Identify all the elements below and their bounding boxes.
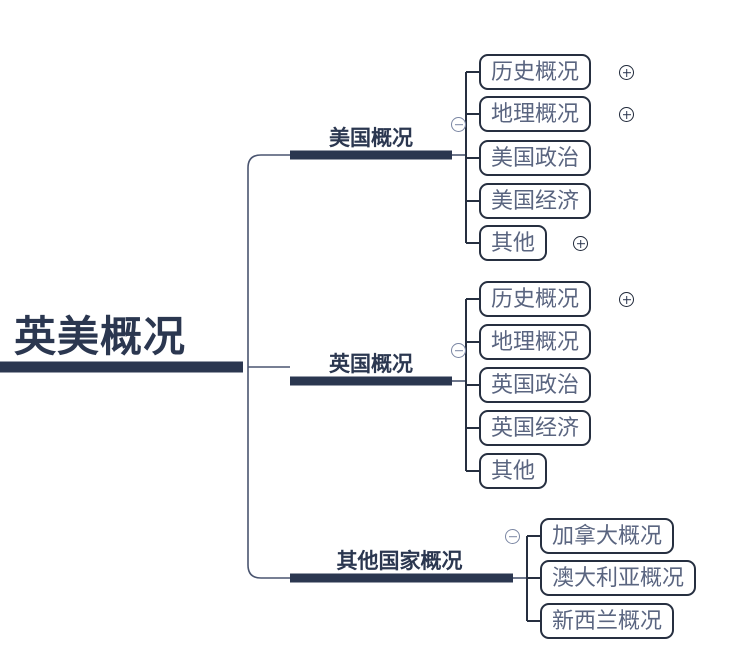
leaf-node-uk-geography[interactable]: 地理概况 (479, 324, 592, 360)
leaf-label-usa-other: 其他 (491, 230, 536, 255)
minus-icon (508, 535, 517, 538)
branch-label-uk: 英国概况 (329, 352, 413, 376)
expand-toggle-uk-history[interactable] (619, 292, 634, 307)
expand-toggle-usa-other[interactable] (573, 236, 588, 251)
branch-label-other: 其他国家概况 (336, 549, 463, 573)
leaf-node-usa-politics[interactable]: 美国政治 (479, 140, 592, 176)
connector-root-to-usa (247, 154, 290, 367)
expand-toggle-usa-geography[interactable] (619, 107, 634, 122)
connector-root-to-other (247, 367, 290, 579)
leaf-node-australia[interactable]: 澳大利亚概况 (540, 560, 697, 596)
leaf-node-uk-economy[interactable]: 英国经济 (479, 410, 592, 446)
leaf-label-uk-politics: 英国政治 (491, 372, 580, 397)
collapse-toggle-uk[interactable] (451, 343, 466, 358)
leaf-node-usa-history[interactable]: 历史概况 (479, 54, 592, 90)
branch-label-usa: 美国概况 (329, 126, 413, 150)
leaf-label-canada: 加拿大概况 (552, 523, 663, 548)
leaf-node-uk-history[interactable]: 历史概况 (479, 281, 592, 317)
leaf-label-uk-geography: 地理概况 (491, 329, 580, 354)
leaf-label-usa-economy: 美国经济 (491, 188, 580, 213)
minus-icon (454, 349, 463, 352)
leaf-node-uk-politics[interactable]: 英国政治 (479, 367, 592, 403)
minus-icon (454, 123, 463, 126)
leaf-label-newzealand: 新西兰概况 (552, 608, 663, 633)
leaf-label-australia: 澳大利亚概况 (552, 565, 685, 590)
leaf-label-uk-other: 其他 (491, 458, 536, 483)
leaf-label-usa-politics: 美国政治 (491, 145, 580, 170)
leaf-label-uk-economy: 英国经济 (491, 415, 580, 440)
collapse-toggle-other[interactable] (505, 529, 520, 544)
leaf-node-usa-other[interactable]: 其他 (479, 225, 548, 261)
leaf-label-usa-history: 历史概况 (491, 59, 580, 84)
root-node[interactable]: 英美概况 (14, 280, 244, 360)
expand-toggle-usa-history[interactable] (619, 65, 634, 80)
leaf-node-usa-geography[interactable]: 地理概况 (479, 96, 592, 132)
leaf-node-canada[interactable]: 加拿大概况 (540, 518, 675, 554)
leaf-node-newzealand[interactable]: 新西兰概况 (540, 603, 675, 639)
leaf-label-usa-geography: 地理概况 (491, 101, 580, 126)
branch-node-usa[interactable]: 美国概况 (298, 106, 444, 150)
leaf-label-uk-history: 历史概况 (491, 286, 580, 311)
root-node-label: 英美概况 (14, 312, 187, 360)
branch-node-other[interactable]: 其他国家概况 (312, 529, 487, 573)
collapse-toggle-usa[interactable] (451, 117, 466, 132)
leaf-node-uk-other[interactable]: 其他 (479, 453, 548, 489)
leaf-node-usa-economy[interactable]: 美国经济 (479, 183, 592, 219)
branch-node-uk[interactable]: 英国概况 (298, 332, 444, 376)
